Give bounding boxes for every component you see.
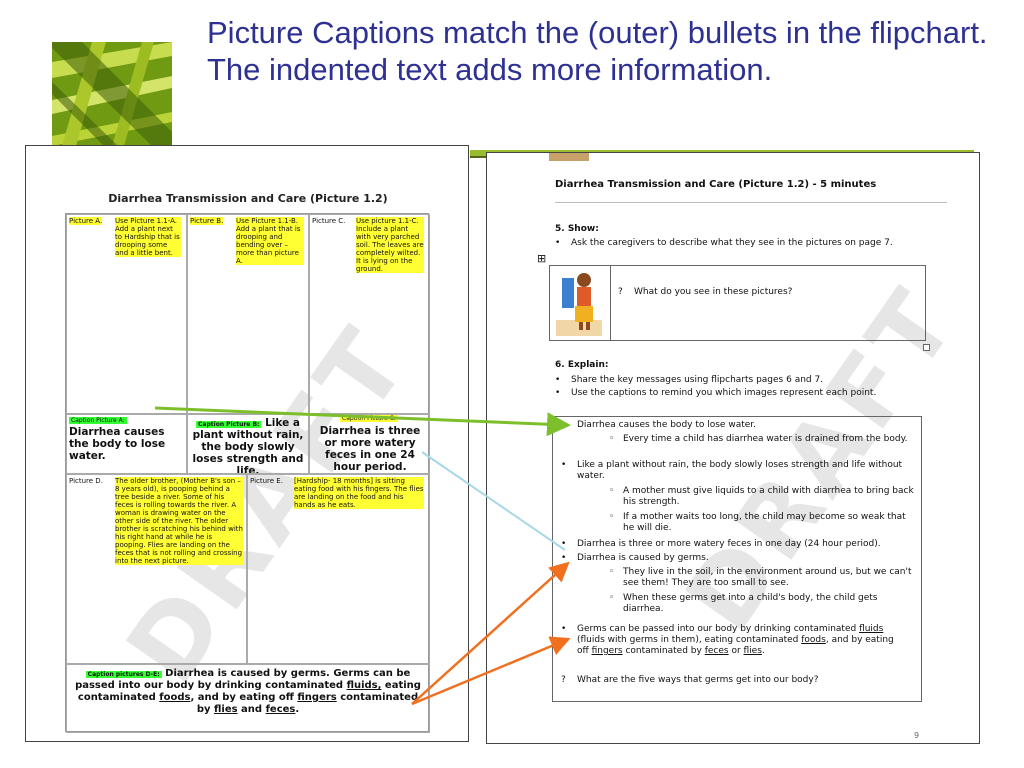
foods-word: foods: [159, 692, 191, 703]
green-stripes-logo-icon: [52, 42, 172, 146]
show-question: What do you see in these pictures?: [634, 287, 793, 297]
fluids-word: fluids: [859, 624, 884, 634]
explain-bullet-1: Share the key messages using flipcharts …: [571, 375, 824, 385]
bullet-dot: •: [555, 375, 561, 385]
show-table: ? What do you see in these pictures?: [549, 265, 926, 341]
picture-b-label: Picture B.: [190, 217, 224, 225]
picture-b-text: Use Picture 1.1-B. Add a plant that is d…: [236, 217, 304, 265]
slide-title: Picture Captions match the (outer) bulle…: [207, 15, 988, 87]
flies-word: flies: [743, 646, 762, 656]
picture-c-text: Use picture 1.1-C. Include a plant with …: [356, 217, 424, 273]
key-message-2-sub-1: A mother must give liquids to a child wi…: [623, 486, 914, 507]
five-ways-question: What are the five ways that germs get in…: [577, 675, 819, 685]
bullet-dot: •: [555, 388, 561, 398]
key-message-1: Diarrhea causes the body to lose water.: [577, 420, 757, 430]
caption-b-cell: Caption Picture B: Like a plant without …: [187, 414, 309, 474]
key-message-2-sub-2: If a mother waits too long, the child ma…: [623, 512, 906, 533]
caption-c-cell: Caption Picture C: Diarrhea is three or …: [309, 414, 430, 474]
key-message-1-sub-1: Every time a child has diarrhea water is…: [623, 434, 908, 444]
picture-c-cell: Picture C. Use picture 1.1-C. Include a …: [309, 214, 430, 414]
question-mark: ?: [618, 287, 623, 297]
bullet-dot: •: [555, 238, 561, 248]
picture-e-cell: Picture E. [Hardship- 18 months] is sitt…: [247, 474, 430, 664]
picture-b-cell: Picture B. Use Picture 1.1-B. Add a plan…: [187, 214, 309, 414]
heading-rule: [555, 202, 947, 203]
sub-bullet-dot: ◦: [609, 512, 615, 522]
picture-d-text: The older brother, (Mother B's son – 8 y…: [115, 477, 243, 565]
bullet-dot: •: [561, 553, 567, 563]
sub-bullet-dot: ◦: [609, 434, 615, 444]
caption-de-label: Caption pictures D-E:: [85, 671, 162, 678]
arrow-caption-c: [421, 451, 566, 551]
picture-d-cell: Picture D. The older brother, (Mother B'…: [66, 474, 247, 664]
picture-e-text: [Hardship- 18 months] is sitting eating …: [294, 477, 424, 509]
feces-word: feces: [704, 646, 729, 656]
explain-title: 6. Explain:: [555, 360, 609, 370]
key-message-4-sub-1: They live in the soil, in the environmen…: [623, 567, 912, 588]
key-message-2: Like a plant without rain, the body slow…: [577, 460, 903, 481]
picture-a-cell: Picture A. Use Picture 1.1-A. Add a plan…: [66, 214, 187, 414]
sub-bullet-dot: ◦: [609, 567, 615, 577]
picture-cell: [550, 266, 611, 340]
caption-c-label: Caption Picture C:: [340, 415, 398, 422]
arrow-caption-de-1: [411, 561, 570, 705]
caption-a-label: Caption Picture A:: [69, 417, 127, 424]
show-title: 5. Show:: [555, 224, 599, 234]
key-message-4: Diarrhea is caused by germs.: [577, 553, 709, 563]
page-number: 9: [914, 731, 920, 740]
flies-word: flies: [213, 704, 238, 715]
feces-word: feces: [265, 704, 296, 715]
sub-bullet-dot: ◦: [609, 486, 615, 496]
caption-a-text: Diarrhea causes the body to lose water.: [69, 426, 166, 462]
caption-c-text: Diarrhea is three or more watery feces i…: [319, 425, 421, 473]
caregiver-picture-icon: [556, 273, 602, 336]
caption-b-text: Like a plant without rain, the body slow…: [192, 417, 304, 474]
table-resize-handle[interactable]: [923, 344, 930, 351]
left-document-page: DRAFT Diarrhea Transmission and Care (Pi…: [25, 145, 469, 742]
picture-a-text: Use Picture 1.1-A. Add a plant next to H…: [115, 217, 181, 257]
fluids-word: fluids,: [346, 680, 382, 691]
left-page-title: Diarrhea Transmission and Care (Picture …: [108, 192, 388, 205]
arrow-caption-a: [154, 406, 571, 437]
right-page-heading: Diarrhea Transmission and Care (Picture …: [555, 179, 877, 190]
picture-d-label: Picture D.: [69, 477, 103, 485]
fingers-word: fingers: [297, 692, 337, 703]
key-message-3: Diarrhea is three or more watery feces i…: [577, 539, 881, 549]
caption-de-cell: Caption pictures D-E: Diarrhea is caused…: [66, 664, 430, 733]
caption-a-cell: Caption Picture A: Diarrhea causes the b…: [66, 414, 187, 474]
explain-bullet-2: Use the captions to remind you which ima…: [571, 388, 877, 398]
sub-bullet-dot: ◦: [609, 593, 615, 603]
foods-word: foods: [801, 635, 826, 645]
bullet-dot: •: [561, 539, 567, 549]
arrow-caption-de-2: [411, 636, 571, 706]
image-fragment: [549, 153, 589, 161]
picture-a-label: Picture A.: [69, 217, 103, 225]
question-mark: ?: [561, 675, 566, 685]
picture-e-label: Picture E.: [250, 477, 283, 485]
key-message-5: Germs can be passed into our body by dri…: [577, 624, 894, 656]
bullet-dot: •: [561, 460, 567, 470]
fingers-word: fingers: [591, 646, 623, 656]
key-message-4-sub-2: When these germs get into a child's body…: [623, 593, 878, 614]
picture-grid: Picture A. Use Picture 1.1-A. Add a plan…: [65, 213, 430, 733]
show-bullet: Ask the caregivers to describe what they…: [571, 238, 893, 248]
decorative-logo: [52, 42, 172, 146]
key-messages-box: • Diarrhea causes the body to lose water…: [552, 416, 922, 702]
picture-c-label: Picture C.: [312, 217, 346, 225]
bullet-dot: •: [561, 624, 567, 634]
caption-b-label: Caption Picture B:: [196, 421, 262, 428]
table-move-handle-icon[interactable]: ⊞: [537, 252, 547, 265]
